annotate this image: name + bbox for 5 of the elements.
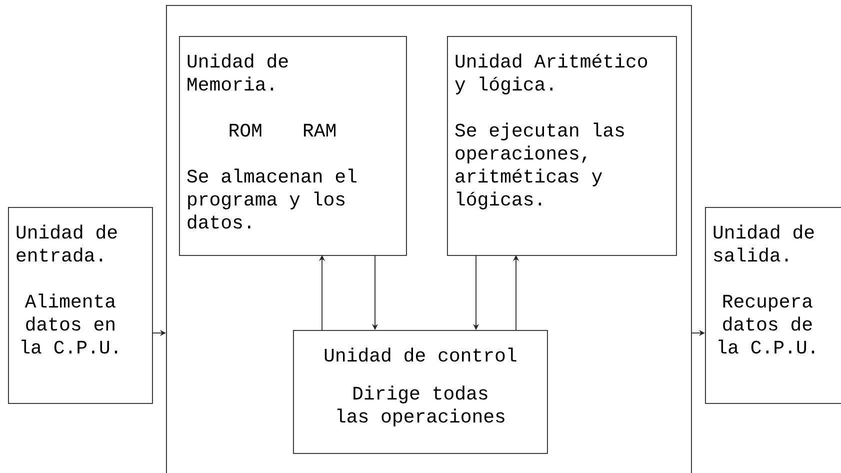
- unit-box: Unidad de salida. Recupera datos de la C.P.U.: [705, 207, 841, 404]
- unit-box: Unidad de entrada. Alimenta datos en la C.P.U.: [8, 207, 153, 404]
- unit-box: Unidad Aritmético y lógica. Se ejecutan las operaciones, aritméticas y lógicas.: [447, 36, 677, 256]
- unit-box: Unidad de control Dirige todas las operaciones: [293, 330, 548, 454]
- unit-box: Unidad de Memoria. ROM RAM Se almacenan el programa y los datos.: [179, 36, 407, 256]
